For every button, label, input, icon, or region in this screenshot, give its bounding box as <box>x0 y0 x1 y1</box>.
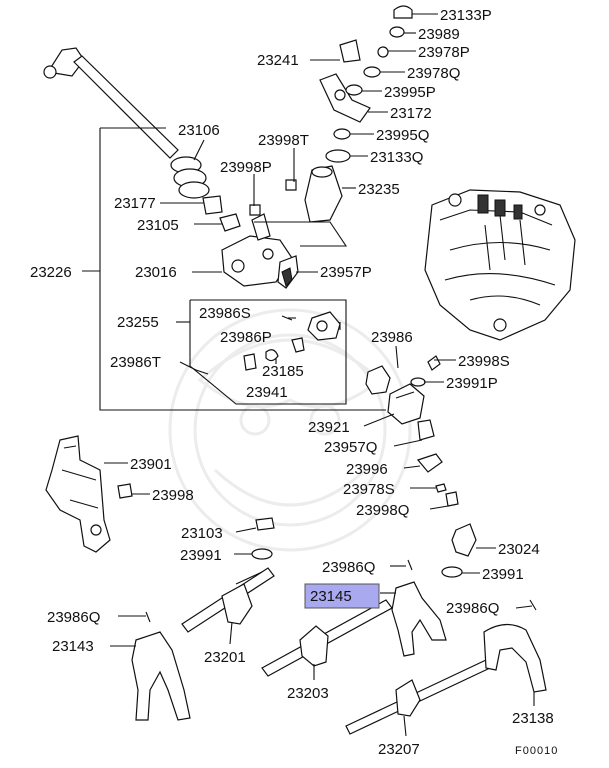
label-23235: 23235 <box>358 181 400 198</box>
label-23998P: 23998P <box>220 159 272 176</box>
label-23998Q: 23998Q <box>356 502 409 519</box>
label-23978S: 23978S <box>343 481 395 498</box>
label-23995P: 23995P <box>384 84 436 101</box>
label-23177: 23177 <box>114 195 156 212</box>
watermark-emblem <box>168 308 412 552</box>
label-23203: 23203 <box>287 685 329 702</box>
label-23991-right: 23991 <box>482 566 524 583</box>
label-23226: 23226 <box>30 264 72 281</box>
switch-23024 <box>441 523 477 578</box>
label-23901: 23901 <box>130 456 172 473</box>
label-23978Q: 23978Q <box>407 65 460 82</box>
label-23172: 23172 <box>390 105 432 122</box>
small-parts-top <box>333 5 413 140</box>
label-23986Q-upper: 23986Q <box>322 559 375 576</box>
label-23145: 23145 <box>310 588 352 605</box>
label-23986S: 23986S <box>199 305 251 322</box>
part-labels: 23133P 23989 23978P 23241 23978Q 23995P … <box>30 7 558 758</box>
label-23998T: 23998T <box>258 132 309 149</box>
label-23986Q-left: 23986Q <box>47 609 100 626</box>
label-23998S: 23998S <box>458 353 510 370</box>
label-23941: 23941 <box>246 384 288 401</box>
label-23986Q-right: 23986Q <box>446 600 499 617</box>
label-23995Q: 23995Q <box>376 127 429 144</box>
label-23024: 23024 <box>498 541 540 558</box>
bolts-upper <box>249 179 297 216</box>
label-23133P: 23133P <box>440 7 492 24</box>
label-23016: 23016 <box>135 264 177 281</box>
label-23105: 23105 <box>137 217 179 234</box>
label-23133Q: 23133Q <box>370 149 423 166</box>
label-23957Q: 23957Q <box>324 439 377 456</box>
select-lever-assembly <box>304 39 371 223</box>
label-23143: 23143 <box>52 638 94 655</box>
bracket-23901 <box>45 435 133 553</box>
leader-lines <box>82 13 535 737</box>
transmission-case <box>424 189 576 341</box>
label-23991: 23991 <box>180 547 222 564</box>
label-23991P: 23991P <box>446 375 498 392</box>
label-23185: 23185 <box>262 363 304 380</box>
label-23986T: 23986T <box>110 354 161 371</box>
shift-rods-forks <box>131 559 547 735</box>
label-23201: 23201 <box>204 649 246 666</box>
label-23106: 23106 <box>178 122 220 139</box>
label-23921: 23921 <box>308 419 350 436</box>
label-23103: 23103 <box>181 525 223 542</box>
label-23957P: 23957P <box>320 264 372 281</box>
label-23989: 23989 <box>418 26 460 43</box>
highlight-23145 <box>304 583 380 609</box>
label-23207: 23207 <box>378 741 420 758</box>
cable-end-kit <box>195 311 341 375</box>
label-23986P: 23986P <box>220 329 272 346</box>
shift-housing-23921 <box>365 345 443 473</box>
label-23986: 23986 <box>371 329 413 346</box>
label-23996: 23996 <box>346 461 388 478</box>
bolts-lower-mid <box>251 483 459 560</box>
label-23998: 23998 <box>152 487 194 504</box>
label-23978P: 23978P <box>418 44 470 61</box>
label-23138: 23138 <box>512 710 554 727</box>
shift-lever-assembly <box>43 47 241 232</box>
base-plate-23016 <box>221 213 299 289</box>
figure-code: F00010 <box>515 745 558 757</box>
label-23241: 23241 <box>257 52 299 69</box>
label-23255: 23255 <box>117 314 159 331</box>
